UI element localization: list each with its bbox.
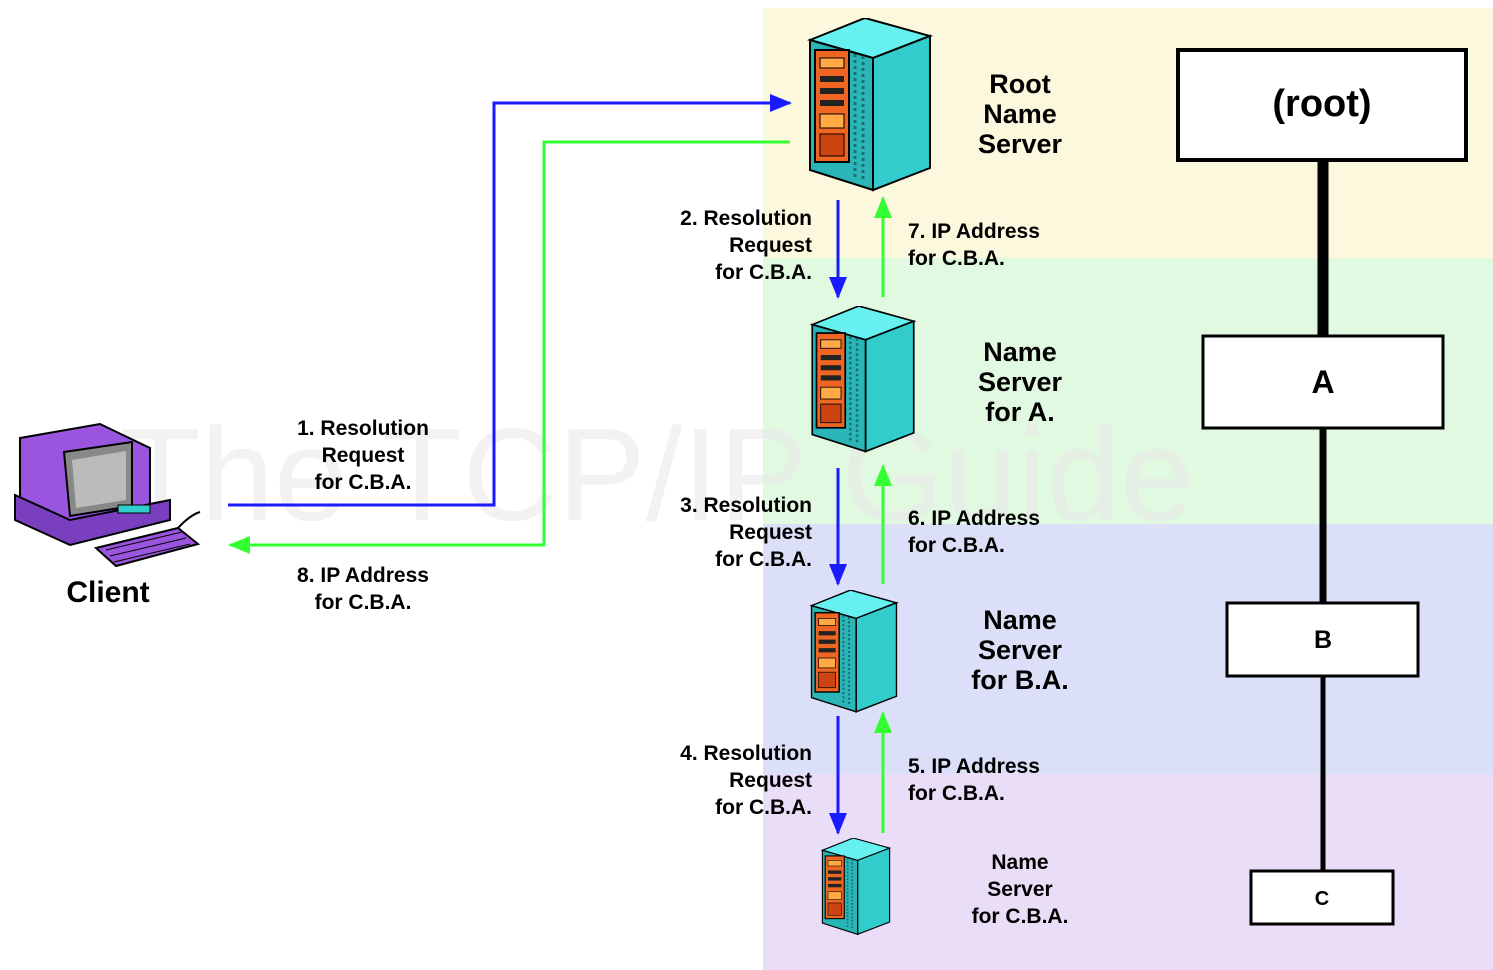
step-5-label: 5. IP Address for C.B.A. [908,755,1040,805]
step-3-label: 3. Resolution Request for C.B.A. [680,494,812,571]
step-1-line2: Request [322,444,405,467]
domain-hierarchy: (root) A B C [1176,48,1468,926]
root-server-label-line1: Root [989,69,1050,99]
cba-server-label-line1: Name [991,851,1048,874]
step-3-line3: for C.B.A. [715,548,812,571]
hierarchy-b-box [1225,601,1420,678]
step-3-line2: Request [729,521,812,544]
step-4-line1: 4. Resolution [680,742,812,765]
step-1-line1: 1. Resolution [297,417,429,440]
root-server-label: Root Name Server [978,69,1063,159]
client-label: Client [66,576,149,609]
step-7-line2: for C.B.A. [908,247,1005,270]
step-8-label: 8. IP Address for C.B.A. [297,564,429,614]
step-2-line2: Request [729,234,812,257]
hierarchy-root-label: (root) [1272,83,1371,125]
a-server-label: Name Server for A. [978,337,1063,427]
step-6-line2: for C.B.A. [908,534,1005,557]
arrow-1-request [228,94,792,507]
step-2-line1: 2. Resolution [680,207,812,230]
step-5-line1: 5. IP Address [908,755,1040,778]
cba-server-label-line2: Server [987,878,1052,901]
watermark: The TCP/IP Guide [120,401,1194,548]
arrow-8-response [228,140,790,554]
hierarchy-c-label: C [1315,888,1329,910]
hierarchy-c-box [1249,869,1395,926]
step-7-label: 7. IP Address for C.B.A. [908,220,1040,270]
step-1-line3: for C.B.A. [315,471,412,494]
ba-server-label-line1: Name [983,605,1057,635]
step-4-line3: for C.B.A. [715,796,812,819]
ba-server-icon [810,590,898,713]
a-server-label-line1: Name [983,337,1057,367]
step-8-line2: for C.B.A. [315,591,412,614]
hierarchy-a-label: A [1311,364,1334,400]
step-6-line1: 6. IP Address [908,507,1040,530]
client-computer-icon [14,422,201,568]
step-6-label: 6. IP Address for C.B.A. [908,507,1040,557]
step-8-line1: 8. IP Address [297,564,429,587]
cba-server-icon [821,838,891,936]
step-4-label: 4. Resolution Request for C.B.A. [680,742,812,819]
step-2-line3: for C.B.A. [715,261,812,284]
hierarchy-b-label: B [1314,626,1332,654]
step-2-label: 2. Resolution Request for C.B.A. [680,207,812,284]
cba-server-label-line3: for C.B.A. [972,905,1069,928]
a-server-label-line3: for A. [985,397,1055,427]
a-server-icon [810,306,916,453]
ba-server-label-line3: for B.A. [971,665,1069,695]
root-server-label-line3: Server [978,129,1063,159]
step-7-line1: 7. IP Address [908,220,1040,243]
ba-server-label-line2: Server [978,635,1063,665]
root-server-label-line2: Name [983,99,1057,129]
a-server-label-line2: Server [978,367,1063,397]
hierarchy-root-box [1176,48,1468,162]
step-1-label: 1. Resolution Request for C.B.A. [297,417,429,494]
ba-server-label: Name Server for B.A. [971,605,1069,695]
root-server-icon [808,18,932,192]
step-4-line2: Request [729,769,812,792]
hierarchy-a-box [1201,334,1445,430]
step-5-line2: for C.B.A. [908,782,1005,805]
step-3-line1: 3. Resolution [680,494,812,517]
cba-server-label: Name Server for C.B.A. [972,851,1069,928]
